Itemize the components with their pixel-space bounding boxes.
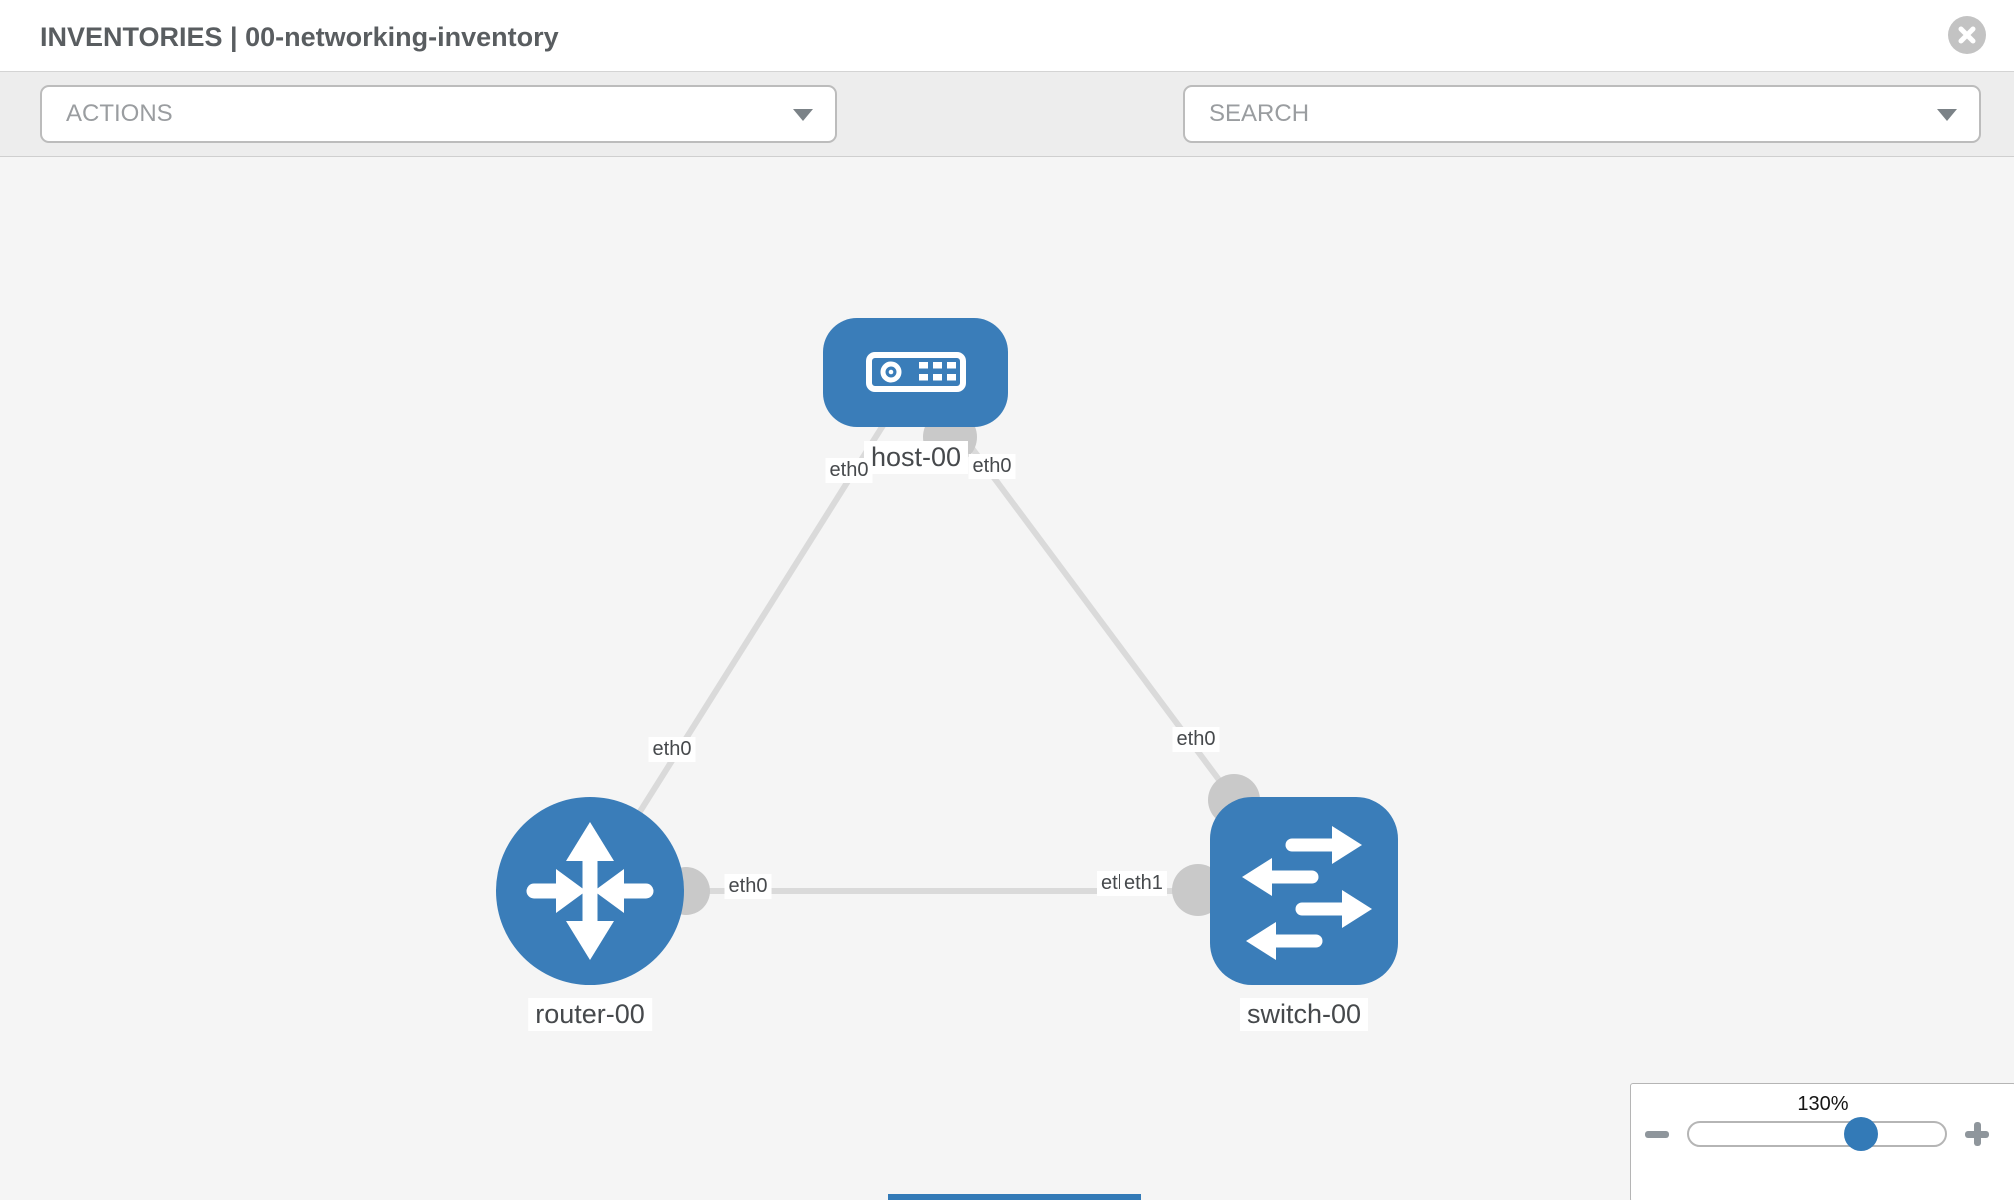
- zoom-slider-row: [1645, 1117, 1989, 1151]
- server-icon: [866, 352, 966, 392]
- router-icon: [526, 822, 654, 960]
- zoom-level: 130%: [1797, 1093, 1849, 1115]
- search-dropdown[interactable]: SEARCH: [1183, 85, 1981, 143]
- node-label-host-00: host-00: [863, 441, 969, 474]
- node-switch-00[interactable]: [1210, 797, 1398, 985]
- node-label-switch-00: switch-00: [1239, 998, 1369, 1031]
- port-label-host-left: eth0: [825, 458, 873, 483]
- zoom-slider-thumb[interactable]: [1844, 1117, 1878, 1151]
- node-router-00[interactable]: [496, 797, 684, 985]
- port-label-switch-top: eth0: [1172, 727, 1220, 752]
- connectors: [662, 410, 1260, 916]
- topology-canvas[interactable]: host-00 router-00 switch-00 eth0 eth0 et…: [0, 157, 2014, 1200]
- header: INVENTORIES | 00-networking-inventory: [0, 0, 2014, 72]
- port-label-router-right: eth0: [724, 874, 772, 899]
- search-dropdown-label: SEARCH: [1209, 100, 1310, 127]
- node-label-router-00: router-00: [528, 998, 652, 1031]
- port-label-switch-left: eth1: [1120, 871, 1167, 896]
- page-title: INVENTORIES | 00-networking-inventory: [40, 22, 559, 52]
- bottom-blue-bar: [888, 1194, 1141, 1200]
- close-icon: [1958, 26, 1976, 44]
- zoom-slider[interactable]: [1687, 1117, 1947, 1151]
- chevron-down-icon: [793, 109, 813, 121]
- switch-icon: [1242, 826, 1372, 960]
- node-host-00[interactable]: [823, 318, 1008, 427]
- port-label-router-top: eth0: [648, 737, 696, 762]
- actions-dropdown-label: ACTIONS: [66, 100, 173, 127]
- chevron-down-icon: [1937, 109, 1957, 121]
- zoom-in-button[interactable]: [1965, 1122, 1989, 1146]
- toolbar: ACTIONS SEARCH: [0, 72, 2014, 205]
- close-button[interactable]: [1948, 16, 1986, 54]
- zoom-panel: 130%: [1630, 1083, 2014, 1200]
- zoom-out-button[interactable]: [1645, 1130, 1669, 1138]
- actions-dropdown[interactable]: ACTIONS: [40, 85, 837, 143]
- port-label-host-right: eth0: [968, 454, 1016, 479]
